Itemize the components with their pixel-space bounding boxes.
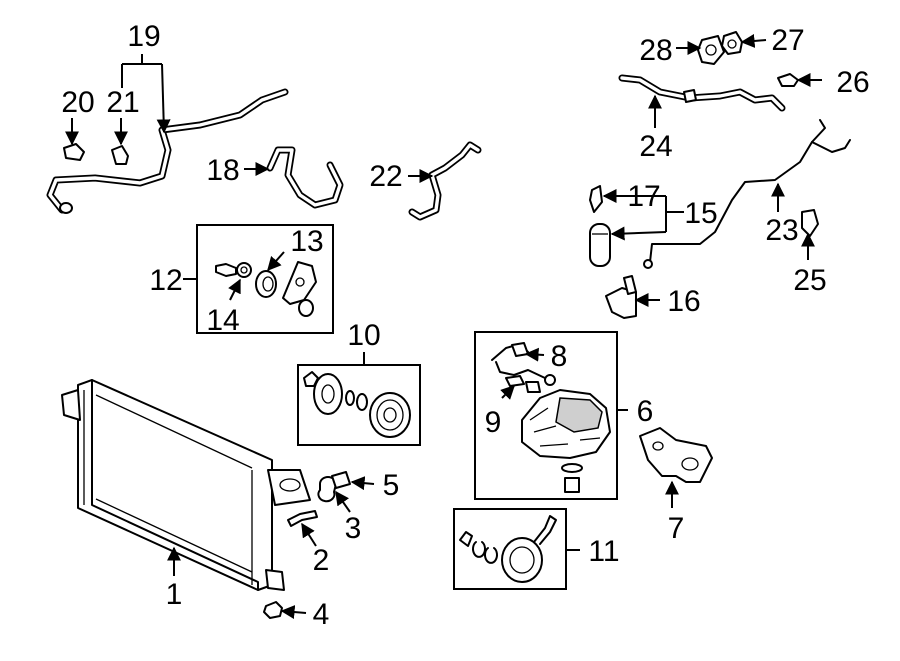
- washer-part-14: [236, 262, 252, 278]
- callout-24: 24: [639, 130, 672, 163]
- callout-labels: 1 2 3 4 5 6 7 8 9 10 11 12 13 14 15 16 1…: [61, 20, 869, 631]
- callout-6: 6: [637, 395, 654, 428]
- receiver-drier-part-15: [589, 223, 611, 267]
- harness-part-23: [643, 119, 851, 269]
- callout-11: 11: [588, 535, 619, 568]
- connector-part-25: [801, 209, 819, 237]
- callout-23: 23: [765, 214, 798, 247]
- callout-20: 20: [61, 86, 94, 119]
- fitting-part-26: [777, 73, 799, 87]
- pulley-part-13: [255, 270, 277, 298]
- callout-13: 13: [290, 225, 323, 258]
- clip-part-21: [111, 145, 129, 165]
- callout-17: 17: [627, 180, 660, 213]
- callout-19: 19: [127, 20, 160, 53]
- callout-12: 12: [149, 264, 182, 297]
- bushing-part-3: [317, 476, 337, 503]
- hose-part-24: [618, 74, 786, 112]
- nut-part-4: [263, 601, 283, 619]
- callout-15: 15: [684, 197, 717, 230]
- switch-part-8: [491, 342, 556, 386]
- callout-2: 2: [313, 544, 330, 577]
- callout-1: 1: [166, 578, 183, 611]
- valve-part-17: [589, 185, 603, 213]
- callout-18: 18: [206, 154, 239, 187]
- gasket-part-27: [721, 31, 743, 55]
- callout-14: 14: [206, 304, 239, 337]
- clutch-coil-part: [459, 515, 557, 583]
- callout-3: 3: [345, 512, 362, 545]
- coil-plate-part: [282, 261, 317, 317]
- clip-part-20: [63, 143, 85, 161]
- compressor-part: [521, 389, 611, 493]
- callout-21: 21: [106, 86, 139, 119]
- callout-25: 25: [793, 264, 826, 297]
- suction-hose-part-18: [266, 146, 344, 209]
- bracket-part-7: [639, 427, 713, 483]
- clutch-assembly-box: [297, 364, 421, 446]
- condenser-part: [61, 379, 311, 591]
- oring-part-9: [505, 375, 541, 393]
- bolt-part-5: [331, 471, 351, 489]
- bolt-part-2: [287, 510, 318, 527]
- callout-22: 22: [369, 160, 402, 193]
- callout-4: 4: [313, 598, 330, 631]
- callout-28: 28: [639, 34, 672, 67]
- callout-7: 7: [668, 512, 685, 545]
- hose-part-22: [408, 141, 482, 221]
- callout-26: 26: [836, 66, 869, 99]
- discharge-hose-part: [46, 88, 289, 214]
- leader-lines: [65, 33, 822, 620]
- callout-9: 9: [485, 406, 502, 439]
- compressor-box: [474, 331, 618, 500]
- callout-5: 5: [383, 469, 400, 502]
- callout-10: 10: [347, 319, 380, 352]
- callout-27: 27: [771, 24, 804, 57]
- bolt-part-14: [215, 263, 237, 277]
- bracket-part-16: [605, 275, 637, 319]
- callout-16: 16: [667, 285, 700, 318]
- callout-8: 8: [551, 340, 568, 373]
- clutch-assembly-part: [303, 371, 411, 438]
- fitting-part-28: [697, 35, 725, 65]
